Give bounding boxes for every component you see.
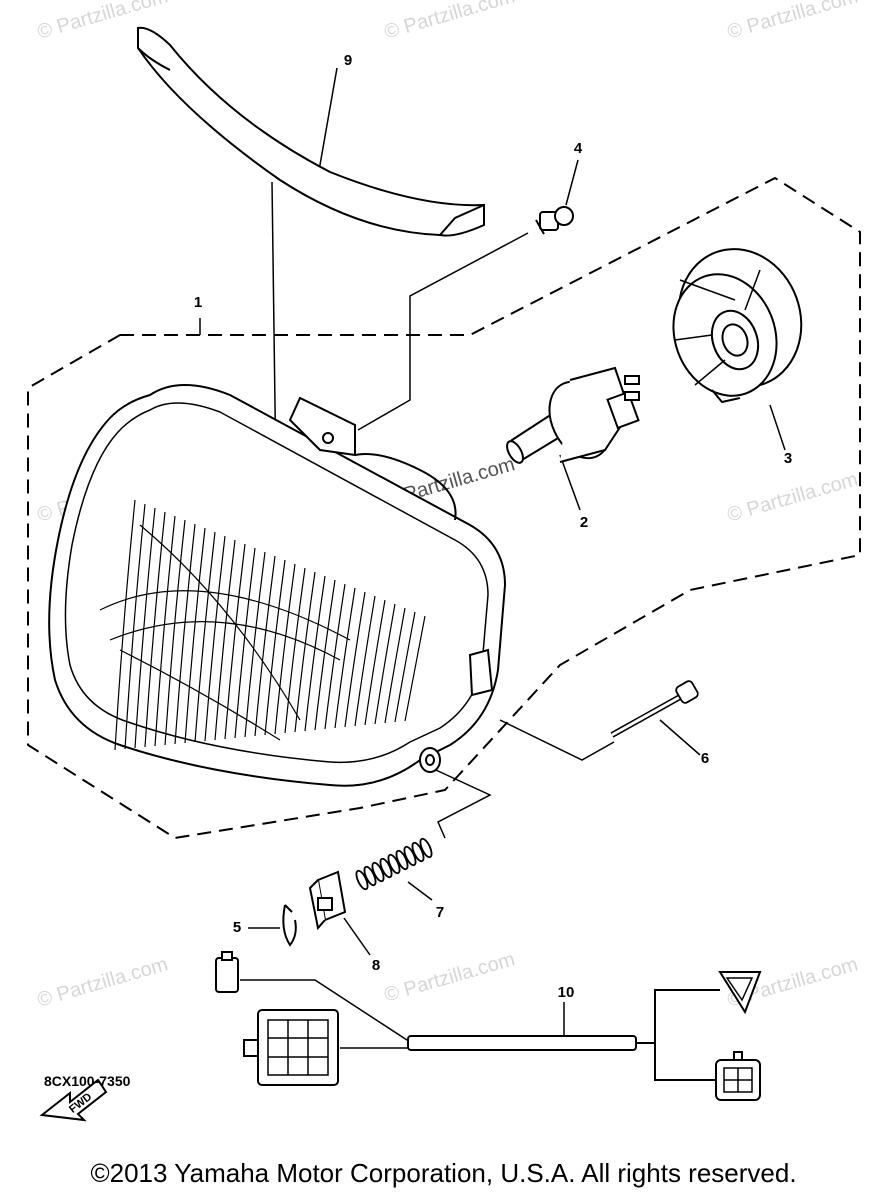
- lens-grid-curve: [119, 649, 281, 741]
- lens-grid-line: [284, 567, 306, 734]
- copyright-notice: ©2013 Yamaha Motor Corporation, U.S.A. A…: [90, 1158, 797, 1188]
- headlight-housing-part-1: [48, 384, 507, 787]
- lens-grid-line: [304, 575, 326, 732]
- leader-lines: [199, 67, 786, 1049]
- lens-grid-line: [234, 547, 256, 739]
- lens-grid-line: [374, 603, 396, 725]
- spring-coil: [363, 865, 377, 887]
- spring-coil: [419, 837, 433, 859]
- lens-grid-line: [344, 591, 366, 728]
- callout-2: 2: [579, 514, 589, 531]
- callout-4: 4: [573, 140, 583, 157]
- screw-part-4: [535, 206, 574, 235]
- lens-grid-line: [164, 519, 186, 746]
- spring-coil: [379, 857, 393, 879]
- spring-coil: [403, 845, 417, 867]
- adjust-screw-part-6: [610, 680, 699, 738]
- lens-grid-line: [114, 499, 136, 751]
- callout-5: 5: [232, 919, 242, 936]
- socket-cover-part-3: [672, 248, 803, 404]
- diagram-code: 8CX100-7350: [44, 1073, 131, 1089]
- callout-6: 6: [700, 750, 710, 767]
- lens-grid-curve: [139, 524, 301, 721]
- spring-coil: [395, 849, 409, 871]
- lens-grid-curve: [109, 621, 341, 661]
- lens-grid-line: [134, 507, 156, 749]
- lens-grid-line: [254, 555, 276, 737]
- visor-trim-part-9: [137, 26, 485, 237]
- spring-part-7: [355, 837, 433, 891]
- spring-coil: [387, 853, 401, 875]
- lens-grid-line: [174, 523, 196, 745]
- lens-grid-line: [214, 539, 236, 741]
- spring-coil: [411, 841, 425, 863]
- lens-grid-line: [224, 543, 246, 740]
- assembly-boundary-dashed: [27, 176, 861, 840]
- lens-grid-line: [274, 563, 296, 735]
- lens-grid-line: [364, 599, 386, 726]
- lens-grid-line: [244, 551, 266, 738]
- callout-8: 8: [371, 957, 381, 974]
- hairpin-clip-part-5: [282, 904, 297, 947]
- lens-grid-line: [404, 615, 426, 722]
- lens-grid-line: [184, 527, 206, 744]
- callout-9: 9: [343, 52, 353, 69]
- wire-harness-part-10: [215, 951, 762, 1101]
- lens-grid-line: [384, 607, 406, 724]
- lens-grid-line: [314, 579, 336, 731]
- lens-grid-pattern: [99, 499, 426, 751]
- lens-grid-line: [204, 535, 226, 742]
- lens-grid-line: [324, 583, 346, 730]
- callout-1: 1: [193, 294, 203, 311]
- callout-3: 3: [783, 450, 793, 467]
- spring-coil: [355, 869, 369, 891]
- lens-grid-line: [124, 503, 146, 750]
- lens-grid-line: [394, 611, 416, 723]
- lens-grid-line: [264, 559, 286, 736]
- lens-grid-line: [194, 531, 216, 743]
- nut-clip-part-8: [308, 870, 347, 931]
- spring-coil: [371, 861, 385, 883]
- lens-grid-curve: [99, 590, 351, 641]
- lens-grid-line: [154, 515, 176, 747]
- callout-10: 10: [557, 984, 575, 1001]
- lens-grid-line: [144, 511, 166, 748]
- callout-7: 7: [435, 904, 445, 921]
- lens-grid-line: [334, 587, 356, 729]
- halogen-bulb-part-2: [506, 366, 640, 464]
- lens-grid-line: [354, 595, 376, 727]
